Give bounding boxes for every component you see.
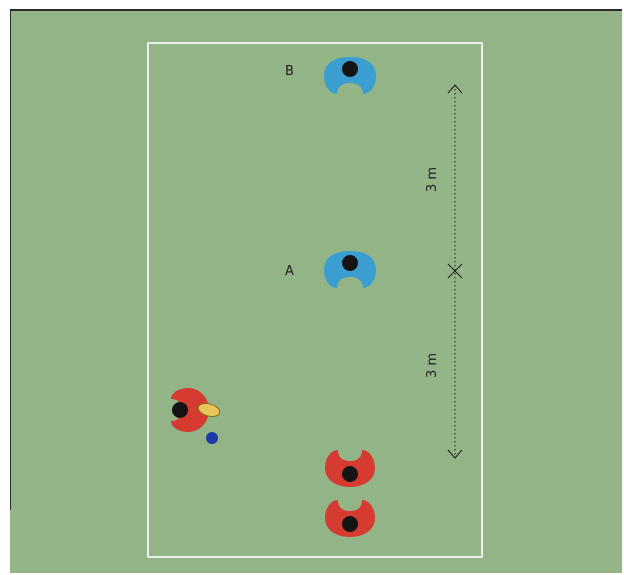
defender-icon [324,251,376,288]
distance-label-upper: 3 m [425,167,440,192]
player-label-b: B [285,64,294,79]
attacker-icon [325,500,375,537]
cone-icon [206,432,218,444]
pitch-boundary [148,43,482,557]
defender-icon [324,57,376,94]
distance-label-lower: 3 m [425,353,440,378]
attacker-icon [325,450,375,487]
player-label-a: A [285,264,294,279]
